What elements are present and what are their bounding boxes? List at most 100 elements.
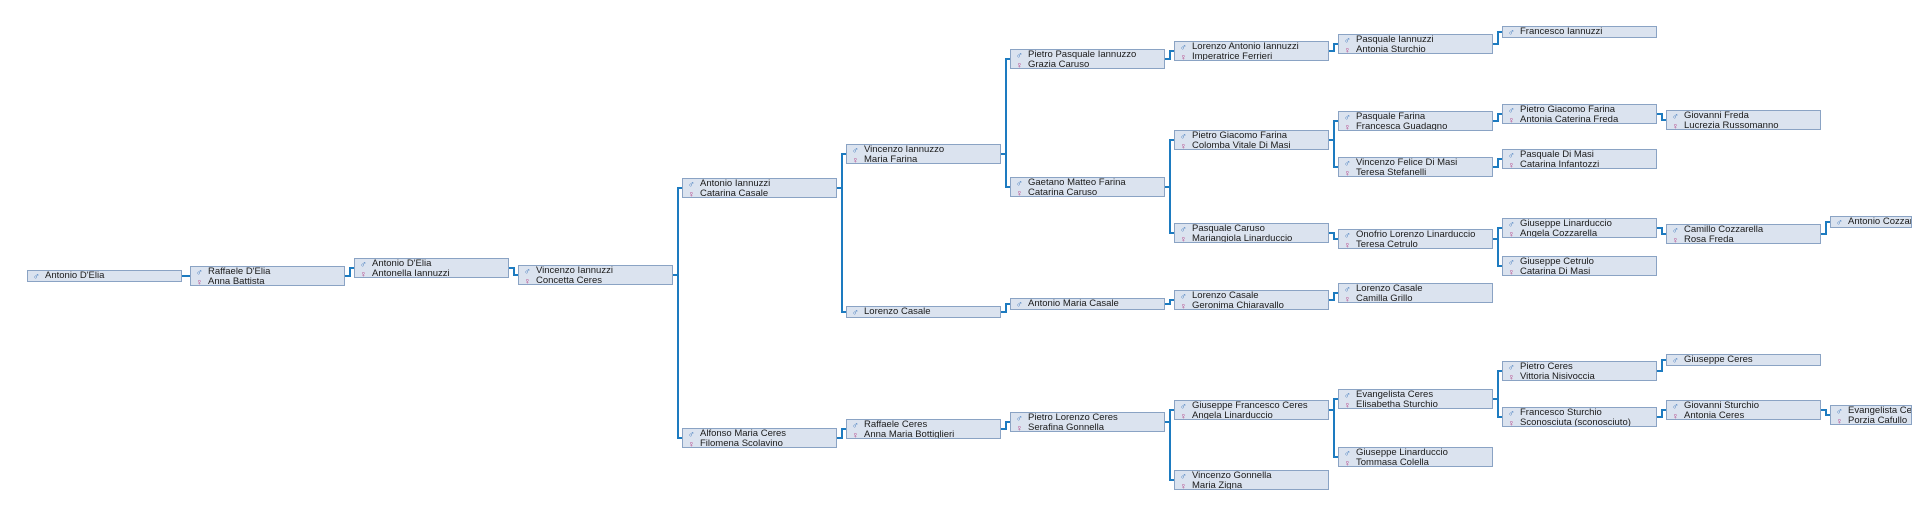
male-symbol-icon: ♂ <box>196 267 203 277</box>
mother-row: ♀Angela Linarduccio <box>1180 411 1328 420</box>
father-name: Pasquale Caruso <box>1192 223 1265 234</box>
person-card-g9g[interactable]: ♂Francesco Sturchio♀Sconosciuta (sconosc… <box>1502 407 1657 427</box>
person-card-g8e[interactable]: ♂Lorenzo Casale♀Camilla Grillo <box>1338 283 1493 303</box>
person-card-g8f[interactable]: ♂Evangelista Ceres♀Elisabetha Sturchio <box>1338 389 1493 409</box>
person-card-g10b[interactable]: ♂Camillo Cozzarella♀Rosa Freda <box>1666 224 1821 244</box>
person-card-g5c[interactable]: ♂Raffaele Ceres♀Anna Maria Bottiglieri <box>846 419 1001 439</box>
person-card-g8a[interactable]: ♂Pasquale Iannuzzi♀Antonia Sturchio <box>1338 34 1493 54</box>
person-card-g7f[interactable]: ♂Vincenzo Gonnella♀Maria Zigna <box>1174 470 1329 490</box>
female-symbol-icon: ♀ <box>1180 411 1187 420</box>
female-symbol-icon: ♀ <box>1344 240 1351 249</box>
father-name: Giuseppe Cetrulo <box>1520 256 1594 267</box>
female-symbol-icon: ♀ <box>1508 267 1515 276</box>
person-card-g7e[interactable]: ♂Giuseppe Francesco Ceres♀Angela Linardu… <box>1174 400 1329 420</box>
mother-name: Antonella Iannuzzi <box>372 268 450 278</box>
person-card-g8g[interactable]: ♂Giuseppe Linarduccio♀Tommasa Colella <box>1338 447 1493 467</box>
female-symbol-icon: ♀ <box>1344 168 1351 177</box>
father-name: Raffaele D'Elia <box>208 266 271 277</box>
mother-name: Catarina Infantozzi <box>1520 159 1600 169</box>
male-symbol-icon: ♂ <box>1344 390 1351 400</box>
mother-name: Teresa Cetrulo <box>1356 239 1418 249</box>
person-card-g4a[interactable]: ♂Antonio Iannuzzi♀Catarina Casale <box>682 178 837 198</box>
person-card-g11b[interactable]: ♂Evangelista Ce♀Porzia Cafullo <box>1830 405 1912 425</box>
mother-name: Anna Battista <box>208 276 265 286</box>
father-row: ♂ Evangelista Ceres <box>1344 390 1492 400</box>
person-card-g10a[interactable]: ♂Giovanni Freda♀Lucrezia Russomanno <box>1666 110 1821 130</box>
mother-row: ♀ Porzia Cafullo <box>1836 416 1911 425</box>
father-row: ♂Antonio Cozzar <box>1836 217 1911 227</box>
male-symbol-icon: ♂ <box>1180 471 1187 481</box>
father-row: ♂Onofrio Lorenzo Linarduccio <box>1344 230 1492 240</box>
mother-row: ♀Maria Farina <box>852 155 1000 164</box>
person-card-g9f[interactable]: ♂Pietro Ceres♀Vittoria Nisivoccia <box>1502 361 1657 381</box>
person-card-g7a[interactable]: ♂Lorenzo Antonio Iannuzzi♀Imperatrice Fe… <box>1174 41 1329 61</box>
person-card-g9d[interactable]: ♂Giuseppe Linarduccio♀Angela Cozzarella <box>1502 218 1657 238</box>
female-symbol-icon: ♀ <box>1508 229 1515 238</box>
person-card-g5b[interactable]: ♂Lorenzo Casale <box>846 306 1001 318</box>
male-symbol-icon: ♂ <box>688 429 695 439</box>
person-card-g6d[interactable]: ♂Pietro Lorenzo Ceres♀Serafina Gonnella <box>1010 412 1165 432</box>
person-card-g4b[interactable]: ♂Alfonso Maria Ceres♀Filomena Scolavino <box>682 428 837 448</box>
connector-line <box>1165 50 1174 60</box>
person-card-g1[interactable]: ♂Raffaele D'Elia♀Anna Battista <box>190 266 345 286</box>
mother-row: ♀Teresa Stefanelli <box>1344 168 1492 177</box>
connector-line <box>1329 398 1338 411</box>
person-card-g10d[interactable]: ♂Giovanni Sturchio♀Antonia Ceres <box>1666 400 1821 420</box>
person-card-g2[interactable]: ♂Antonio D'Elia♀Antonella Iannuzzi <box>354 258 509 278</box>
father-row: ♂Pietro Pasquale Iannuzzo <box>1016 50 1164 60</box>
connector-line <box>1001 153 1010 188</box>
connector-line <box>1165 409 1174 423</box>
father-name: Giovanni Sturchio <box>1684 400 1759 411</box>
mother-name: Lucrezia Russomanno <box>1684 120 1779 130</box>
female-symbol-icon: ♀ <box>1836 416 1843 425</box>
person-card-g8d[interactable]: ♂Onofrio Lorenzo Linarduccio♀ Teresa Cetr… <box>1338 229 1493 249</box>
male-symbol-icon: ♂ <box>1508 27 1515 37</box>
person-card-g10c[interactable]: ♂Giuseppe Ceres <box>1666 354 1821 366</box>
person-card-g7b[interactable]: ♂Pietro Giacomo Farina♀Colomba Vitale Di… <box>1174 130 1329 150</box>
person-card-g6c[interactable]: ♂Antonio Maria Casale <box>1010 298 1165 310</box>
connector-line <box>1329 232 1338 240</box>
person-card-g6b[interactable]: ♂Gaetano Matteo Farina♀Catarina Caruso <box>1010 177 1165 197</box>
person-card-g9c[interactable]: ♂Pasquale Di Masi♀Catarina Infantozzi <box>1502 149 1657 169</box>
person-card-g9e[interactable]: ♂Giuseppe Cetrulo♀Catarina Di Masi <box>1502 256 1657 276</box>
father-name: Alfonso Maria Ceres <box>700 428 787 439</box>
female-symbol-icon: ♀ <box>1344 400 1351 409</box>
father-name: Pasquale Iannuzzi <box>1356 34 1434 45</box>
mother-row: ♀Angela Cozzarella <box>1508 229 1656 238</box>
person-card-g5a[interactable]: ♂Vincenzo Iannuzzo♀Maria Farina <box>846 144 1001 164</box>
mother-name: Catarina Di Masi <box>1520 266 1591 276</box>
person-card-g11a[interactable]: ♂Antonio Cozzar <box>1830 216 1912 228</box>
father-row: ♂Vincenzo Gonnella <box>1180 471 1328 481</box>
mother-name: Porzia Cafullo <box>1848 415 1908 425</box>
male-symbol-icon: ♂ <box>1180 131 1187 141</box>
person-card-g9a[interactable]: ♂Francesco Iannuzzi <box>1502 26 1657 38</box>
mother-row: ♀Catarina Casale <box>688 189 836 198</box>
person-card-g8b[interactable]: ♂Pasquale Farina♀Francesca Guadagno <box>1338 111 1493 131</box>
father-row: ♂Giovanni Freda <box>1672 111 1820 121</box>
connector-line <box>1821 409 1830 416</box>
female-symbol-icon: ♀ <box>852 430 859 439</box>
mother-row: ♀Vittoria Nisivoccia <box>1508 372 1656 381</box>
father-row: ♂Pasquale Iannuzzi <box>1344 35 1492 45</box>
connector-line <box>1493 370 1502 400</box>
father-name: Evangelista Ceres <box>1356 389 1434 400</box>
person-card-g7d[interactable]: ♂Lorenzo Casale♀Geronima Chiaravallo <box>1174 290 1329 310</box>
person-card-g9b[interactable]: ♂Pietro Giacomo Farina♀Antonia Caterina … <box>1502 104 1657 124</box>
person-card-g7c[interactable]: ♂Pasquale Caruso♀Mariangiola Linarduccio <box>1174 223 1329 243</box>
connector-line <box>1001 303 1010 313</box>
male-symbol-icon: ♂ <box>1016 413 1023 423</box>
mother-row: ♀Serafina Gonnella <box>1016 423 1164 432</box>
connector-line <box>837 153 846 189</box>
father-name: Antonio Iannuzzi <box>700 178 771 189</box>
connector-line <box>509 267 518 276</box>
mother-name: Catarina Caruso <box>1028 187 1098 197</box>
person-card-g6a[interactable]: ♂Pietro Pasquale Iannuzzo♀Grazia Caruso <box>1010 49 1165 69</box>
male-symbol-icon: ♂ <box>360 259 367 269</box>
person-card-g8c[interactable]: ♂Vincenzo Felice Di Masi♀Teresa Stefanel… <box>1338 157 1493 177</box>
male-symbol-icon: ♂ <box>1508 150 1515 160</box>
male-symbol-icon: ♂ <box>1344 448 1351 458</box>
mother-row: ♀Mariangiola Linarduccio <box>1180 234 1328 243</box>
person-card-root[interactable]: ♂Antonio D'Elia <box>27 270 182 282</box>
person-card-g3[interactable]: ♂Vincenzo Iannuzzi♀Concetta Ceres <box>518 265 673 285</box>
father-name: Pietro Pasquale Iannuzzo <box>1028 49 1137 60</box>
